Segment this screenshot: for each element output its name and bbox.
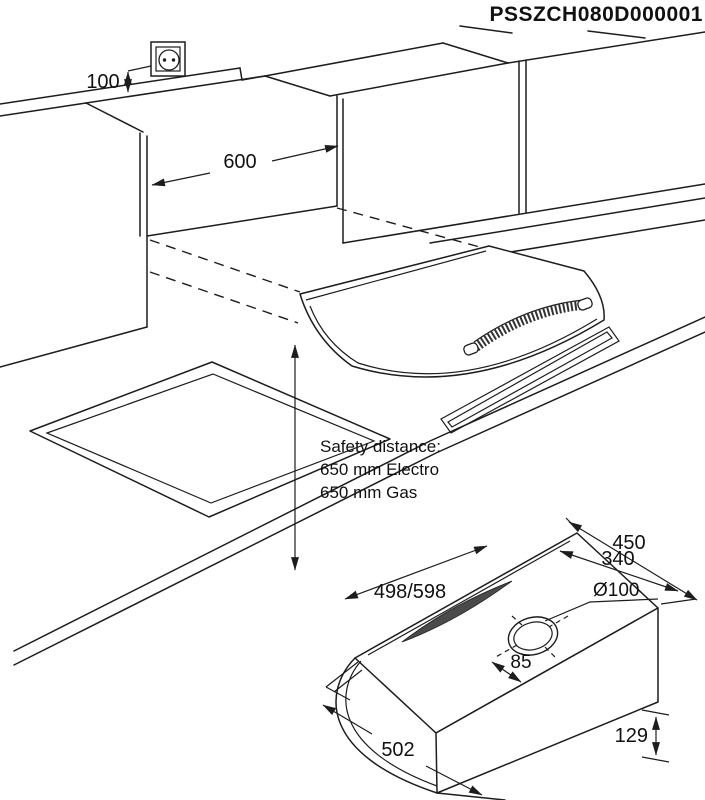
hood-dimension-drawing: 450 340 498/598 Ø100 85 502 [322,517,698,800]
duct-back-offset-dimension: 340 [559,548,679,592]
duct-front-offset-dim-label: 85 [510,652,531,673]
safety-distance-note: Safety distance: 650 mm Electro 650 mm G… [320,437,441,502]
power-socket-icon [127,41,186,77]
bottom-width-dimension: 502 [322,704,483,796]
front-height-dim-label: 129 [615,725,648,747]
opening-width-dim-label: 600 [223,151,256,173]
cooktop [29,361,391,518]
top-width-dimension: 498/598 [344,545,488,603]
opening-width-dimension: 600 [151,144,339,187]
duct-diameter-callout: Ø100 [544,580,659,622]
hood-filter-rim [440,326,620,434]
upper-cabinets [0,25,705,368]
safety-distance-electro: 650 mm Electro [320,460,439,479]
duct-front-offset-dimension: 85 [491,652,532,683]
socket-height-dim-label: 100 [86,71,119,93]
bottom-width-dim-label: 502 [381,739,414,761]
socket-height-dimension: 100 [86,71,132,93]
insertion-guide-lines [149,207,488,324]
hood-front-lip [325,661,363,701]
cooker-hood-installed [299,245,620,434]
model-number-label: PSSZCH080D000001 [490,3,703,26]
duct-diameter-label: Ø100 [593,580,639,601]
duct-outlet [493,615,569,660]
top-width-dim-label: 498/598 [374,581,446,603]
top-depth-dim-label: 450 [612,532,645,554]
duct-back-offset-dim-label: 340 [601,548,634,570]
hood-handle [463,297,593,356]
front-height-dimension: 129 [615,709,670,763]
safety-distance-title: Safety distance: [320,437,441,456]
safety-distance-gas: 650 mm Gas [320,483,417,502]
